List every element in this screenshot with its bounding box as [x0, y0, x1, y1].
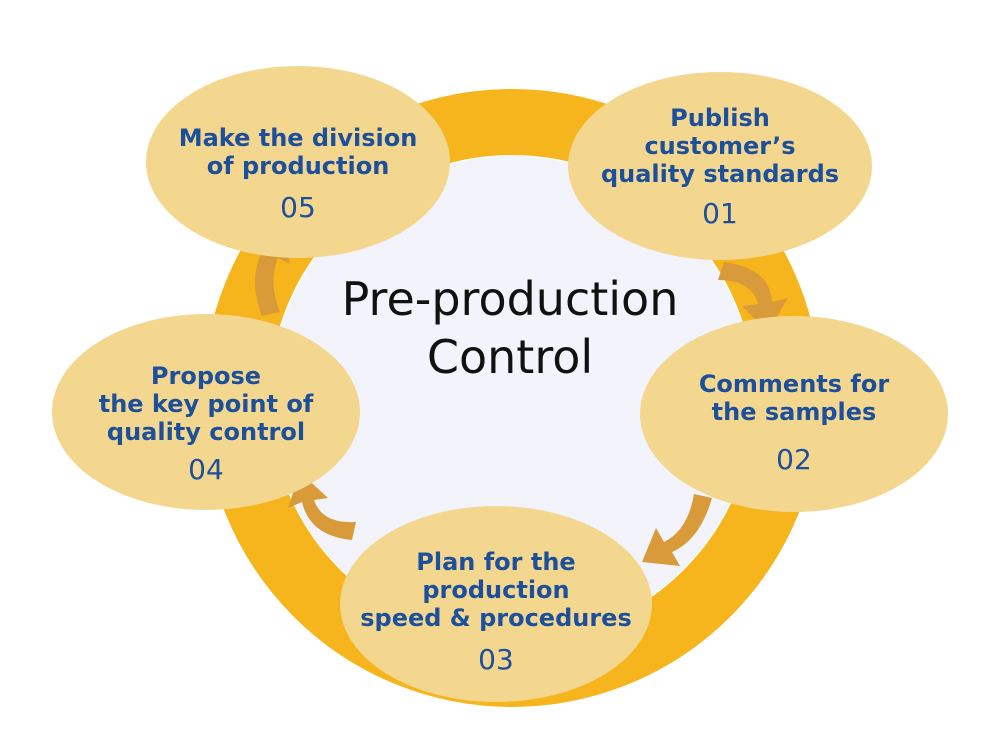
- center-title-line-1: Pre-production: [341, 272, 679, 326]
- step-05-number: 05: [280, 191, 316, 224]
- step-04-line-2: the key point of: [98, 390, 314, 418]
- arrow-03-to-04-icon: [288, 472, 356, 540]
- step-02: Comments for the samples 02: [654, 370, 934, 474]
- step-02-number: 02: [776, 443, 812, 476]
- step-ellipse-02: [640, 316, 948, 512]
- step-03: Plan for the production speed & procedur…: [346, 548, 646, 674]
- step-01-line-2: customer’s: [644, 132, 796, 160]
- arrow-02-to-03-icon: [642, 494, 712, 566]
- step-ellipse-05: [146, 66, 450, 258]
- step-04-line-3: quality control: [106, 418, 306, 446]
- step-04-line-1: Propose: [150, 362, 262, 390]
- step-ellipse-01: [568, 72, 872, 260]
- step-ellipse-03: [340, 506, 652, 702]
- step-05-line-1: Make the division: [178, 124, 418, 152]
- step-05-line-2: of production: [206, 152, 390, 180]
- step-01-line-1: Publish: [670, 104, 770, 132]
- step-03-line-1: Plan for the: [416, 548, 576, 576]
- step-02-line-1: Comments for: [698, 370, 890, 398]
- step-01-line-3: quality standards: [600, 160, 840, 188]
- step-01: Publish customer’s quality standards 01: [580, 104, 860, 228]
- center-title: Pre-production Control: [300, 270, 720, 386]
- step-05: Make the division of production 05: [156, 124, 440, 222]
- arrow-01-to-02-icon: [718, 262, 788, 332]
- step-03-line-3: speed & procedures: [360, 604, 632, 632]
- step-04: Propose the key point of quality control…: [66, 362, 346, 484]
- step-03-line-2: production: [422, 576, 570, 604]
- step-ellipse-04: [52, 314, 360, 510]
- center-title-line-2: Control: [426, 330, 594, 384]
- step-04-number: 04: [188, 453, 224, 486]
- step-01-number: 01: [702, 197, 738, 230]
- step-02-line-2: the samples: [711, 398, 877, 426]
- center-circle: [270, 156, 754, 640]
- step-03-number: 03: [478, 643, 514, 676]
